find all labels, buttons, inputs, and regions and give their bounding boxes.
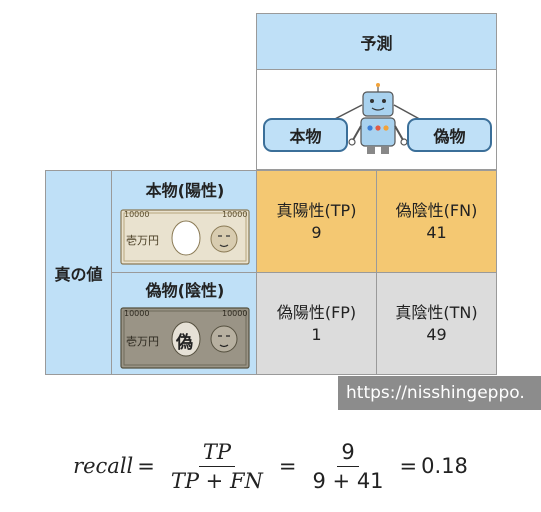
banknote-fake-number-right: 10000 bbox=[222, 309, 248, 318]
row-fake-label: 偽物(陰性) bbox=[145, 281, 225, 300]
truth-header: 真の値 bbox=[45, 170, 112, 375]
cell-false-positive: 偽陽性(FP) 1 bbox=[256, 272, 377, 375]
formula-eq-2: = bbox=[278, 454, 297, 478]
predict-header: 予測 bbox=[256, 13, 497, 70]
banknote-real-number-right: 10000 bbox=[222, 210, 248, 219]
formula-den: 9 + 41 bbox=[312, 468, 384, 493]
formula-sym-num: TP bbox=[198, 440, 235, 467]
cell-true-negative: 真陰性(TN) 49 bbox=[376, 272, 497, 375]
predict-bubble-real-label: 本物 bbox=[289, 127, 322, 146]
formula-numeric-fraction: 9 9 + 41 bbox=[309, 440, 388, 493]
tn-label: 真陰性(TN) bbox=[395, 302, 478, 322]
predict-header-label: 予測 bbox=[360, 33, 393, 53]
fn-label: 偽陰性(FN) bbox=[395, 200, 478, 220]
predict-bubble-real: 本物 bbox=[263, 118, 348, 152]
row-real-label: 本物(陽性) bbox=[145, 181, 225, 200]
banknote-real-number: 10000 bbox=[124, 210, 150, 219]
cell-false-negative: 偽陰性(FN) 41 bbox=[376, 170, 497, 273]
banknote-fake-mark: 偽 bbox=[176, 333, 193, 353]
formula-num: 9 bbox=[337, 440, 359, 467]
tp-value: 9 bbox=[311, 222, 322, 242]
cell-true-positive: 真陽性(TP) 9 bbox=[256, 170, 377, 273]
formula-sym-den: TP + FN bbox=[170, 468, 263, 493]
formula-lhs: recall bbox=[73, 454, 134, 478]
watermark-url: https://nisshingeppo. bbox=[338, 376, 541, 410]
formula-eq-1: = bbox=[137, 454, 155, 478]
banknote-real-icon bbox=[120, 209, 250, 265]
banknote-fake-number: 10000 bbox=[124, 309, 150, 318]
tn-value: 49 bbox=[426, 324, 447, 344]
banknote-fake-kanji: 壱万円 bbox=[126, 335, 159, 348]
banknote-fake-icon bbox=[120, 307, 250, 369]
fp-value: 1 bbox=[311, 324, 322, 344]
formula-eq-3: = bbox=[399, 454, 418, 478]
fp-label: 偽陽性(FP) bbox=[276, 302, 357, 322]
recall-formula: recall = TP TP + FN = 9 9 + 41 = 0.18 bbox=[0, 436, 541, 496]
formula-symbolic-fraction: TP TP + FN bbox=[167, 440, 267, 493]
row-real: 本物(陽性) 10000 10000 壱万円 bbox=[111, 170, 257, 273]
formula-result: 0.18 bbox=[421, 454, 468, 478]
fn-value: 41 bbox=[426, 222, 447, 242]
truth-header-label: 真の値 bbox=[54, 264, 103, 284]
predict-bubble-fake: 偽物 bbox=[407, 118, 492, 152]
row-fake: 偽物(陰性) 10000 10000 壱万円 偽 bbox=[111, 272, 257, 375]
tp-label: 真陽性(TP) bbox=[276, 200, 357, 220]
banknote-real-kanji: 壱万円 bbox=[126, 234, 159, 247]
predict-bubble-fake-label: 偽物 bbox=[433, 127, 466, 146]
